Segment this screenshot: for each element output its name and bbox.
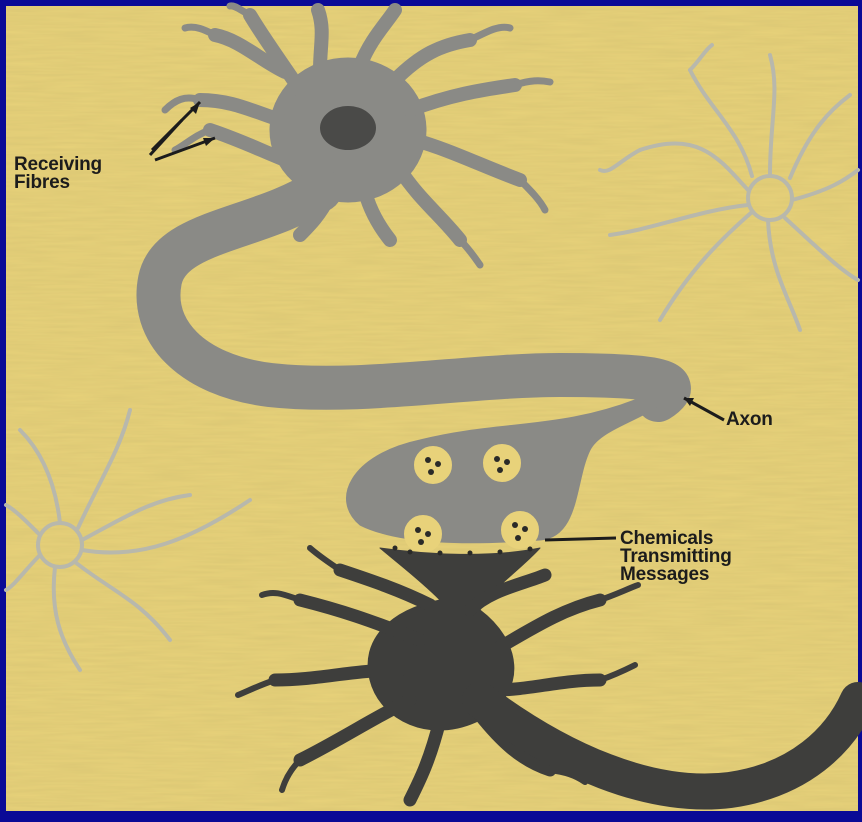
label-line: Messages — [620, 566, 732, 584]
nucleus — [320, 106, 376, 150]
label-receiving-fibres: Receiving Fibres — [14, 156, 102, 192]
label-chemicals: Chemicals Transmitting Messages — [620, 530, 732, 584]
vesicle — [484, 445, 520, 481]
vesicle — [502, 512, 538, 548]
vesicle — [405, 516, 441, 552]
label-axon: Axon — [726, 411, 773, 429]
label-line: Fibres — [14, 174, 102, 192]
vesicle — [415, 447, 451, 483]
pointer-chemicals — [545, 538, 616, 540]
